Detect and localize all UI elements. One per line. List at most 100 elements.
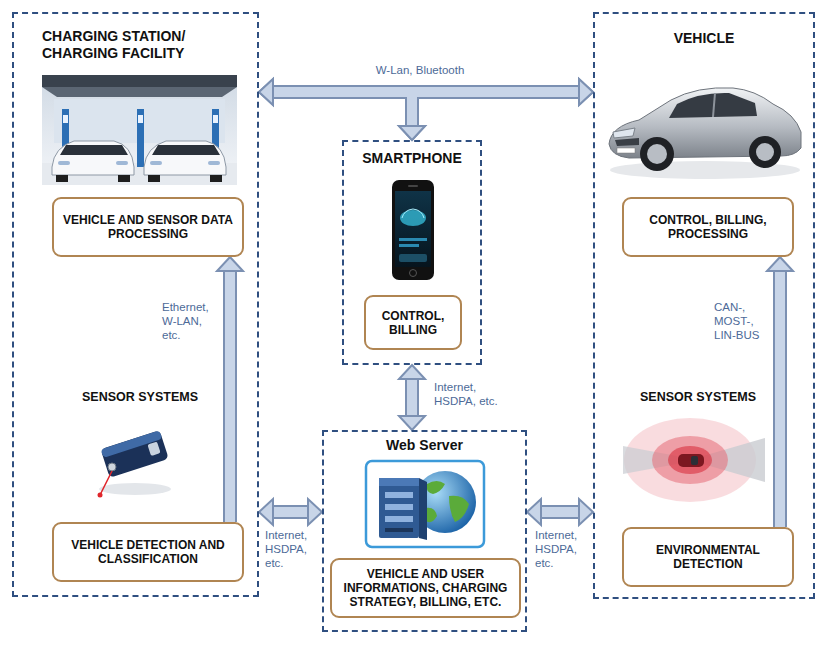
panel-heading: VEHICLE xyxy=(595,30,813,47)
smartphone-picture xyxy=(392,180,434,280)
arrow-head xyxy=(399,365,425,379)
charging-station-photo xyxy=(213,115,218,123)
section-label: SENSOR SYSTEMS xyxy=(82,390,252,405)
car-picture xyxy=(615,138,639,146)
box-text: VEHICLE DETECTION AND CLASSIFICATION xyxy=(62,538,234,566)
web-server-picture xyxy=(385,492,413,498)
car-picture xyxy=(640,137,674,171)
web-server-picture xyxy=(379,478,419,538)
arrow-head xyxy=(399,416,425,430)
arrow-head-layer xyxy=(217,79,793,525)
car-picture xyxy=(749,136,781,168)
web-server-picture xyxy=(419,478,427,540)
arrow-head xyxy=(399,126,425,140)
car-picture xyxy=(756,143,774,161)
connection-label: Internet, HSDPA, etc. xyxy=(432,380,512,408)
connection-label: Internet, HSDPA, etc. xyxy=(533,528,589,570)
facility-panel: CHARGING STATION/ CHARGING FACILITY SENSO… xyxy=(12,12,259,597)
charging-station-photo xyxy=(150,161,162,165)
smartphone-picture xyxy=(399,238,427,241)
function-box: VEHICLE AND SENSOR DATA PROCESSING xyxy=(52,197,244,257)
charging-station-photo xyxy=(138,115,143,123)
web-server-picture xyxy=(379,478,419,486)
charging-station-photo xyxy=(152,145,220,155)
text-anchor: VEHICLE xyxy=(595,30,813,47)
block-arrow xyxy=(272,92,412,127)
charging-station-photo xyxy=(137,109,144,167)
server-panel: Web ServerVEHICLE AND USER INFORMATIONS,… xyxy=(322,430,527,632)
text-anchor: Web Server xyxy=(324,437,525,454)
function-box: ENVIRONMENTAL DETECTION xyxy=(622,527,794,587)
web-server-picture xyxy=(385,516,413,522)
label-anchor: Internet, HSDPA, etc. xyxy=(263,528,319,571)
arrow-head xyxy=(217,257,243,271)
car-picture xyxy=(613,128,635,138)
panel-heading: SMARTPHONE xyxy=(344,150,480,167)
arrow-outline xyxy=(405,378,419,417)
arrow-head xyxy=(259,499,273,525)
web-server-picture xyxy=(385,528,413,532)
charging-station-photo xyxy=(42,75,237,185)
smartphone-picture xyxy=(399,244,419,247)
block-arrow xyxy=(412,92,580,127)
car-picture xyxy=(669,93,757,118)
laser-sensor-picture xyxy=(100,471,112,495)
arrow-head xyxy=(767,257,793,271)
laser-sensor-picture xyxy=(147,442,160,457)
block-arrow xyxy=(775,270,785,527)
charging-station-photo xyxy=(144,141,226,182)
connection-label: CAN-, MOST-, LIN-BUS xyxy=(712,300,762,342)
web-server-picture xyxy=(366,461,484,547)
label-anchor: Internet, HSDPA, etc. xyxy=(432,380,512,409)
charging-station-photo xyxy=(144,141,226,175)
label-anchor: CAN-, MOST-, LIN-BUS xyxy=(712,300,762,343)
arrow-outline xyxy=(272,505,309,519)
smartphone-picture xyxy=(410,270,417,277)
connection-label: W-Lan, Bluetooth xyxy=(374,63,467,77)
box-text: CONTROL, BILLING xyxy=(374,309,452,337)
charging-station-photo xyxy=(210,175,222,182)
web-server-picture xyxy=(449,496,469,522)
smartphone-picture xyxy=(408,185,418,187)
panel-heading: Web Server xyxy=(324,437,525,454)
charging-station-photo xyxy=(148,175,160,182)
label-anchor: Ethernet, W-LAN, etc. xyxy=(160,300,212,343)
arrow-outline-layer xyxy=(230,92,780,527)
arrow-body-layer xyxy=(230,92,780,527)
smartphone-picture xyxy=(399,254,427,262)
arrow-outline xyxy=(223,270,237,522)
label-anchor: W-Lan, Bluetooth xyxy=(330,60,510,78)
web-server-picture xyxy=(366,461,484,547)
device-panel: SMARTPHONE CONTROL, BILLING xyxy=(342,140,482,365)
vehicle-sensor-field-picture xyxy=(691,456,698,465)
vehicle-sensor-field-picture xyxy=(678,454,704,467)
arrow-head xyxy=(308,499,322,525)
charging-station-photo xyxy=(56,175,68,182)
laser-sensor-picture xyxy=(99,483,171,495)
arrow-outline xyxy=(773,270,787,527)
connection-label: Internet, HSDPA, etc. xyxy=(263,528,319,570)
charging-station-photo xyxy=(116,161,128,165)
function-box: CONTROL, BILLING xyxy=(364,295,462,350)
connection-label: Ethernet, W-LAN, etc. xyxy=(160,300,212,342)
arrow-head xyxy=(579,79,593,105)
block-arrow xyxy=(407,378,417,417)
function-box: VEHICLE DETECTION AND CLASSIFICATION xyxy=(52,522,244,582)
function-box: CONTROL, BILLING, PROCESSING xyxy=(622,197,794,257)
text-anchor: SENSOR SYSTEMS xyxy=(82,390,252,405)
laser-sensor-picture xyxy=(101,430,169,478)
arrow-head xyxy=(527,499,541,525)
charging-station-photo xyxy=(42,87,237,97)
charging-station-photo xyxy=(52,141,134,175)
panel-heading: CHARGING STATION/ CHARGING FACILITY xyxy=(42,28,237,62)
vehicle-sensor-field-picture xyxy=(668,446,712,474)
arrow-outline xyxy=(272,92,412,127)
laser-sensor-picture xyxy=(101,430,169,478)
laser-sensor-picture xyxy=(108,463,116,471)
car-picture xyxy=(609,88,801,179)
vehicle-sensor-field-picture xyxy=(652,436,728,484)
text-anchor: CHARGING STATION/ CHARGING FACILITY xyxy=(42,28,237,62)
